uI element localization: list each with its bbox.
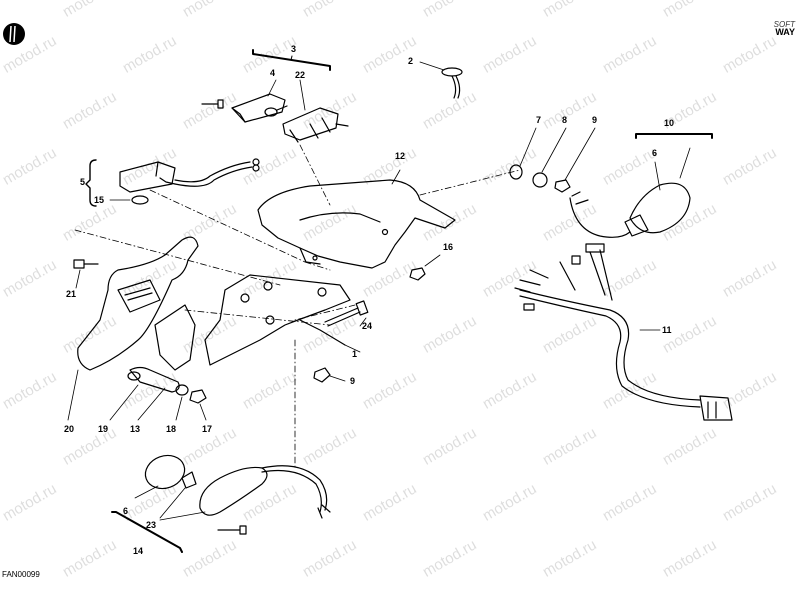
callout-23: 23 <box>146 520 157 530</box>
part-13-holder-bracket <box>109 304 196 421</box>
callout-7: 7 <box>536 115 542 125</box>
callout-6-lower: 6 <box>123 506 129 516</box>
callout-16: 16 <box>443 242 454 252</box>
part-9-nut <box>313 367 331 383</box>
callout-1: 1 <box>352 349 358 359</box>
part-20-reflector-frame <box>67 236 199 421</box>
logo-line-2: WAY <box>775 27 795 37</box>
parts-7-8-9 <box>509 127 596 193</box>
part-24-bolt <box>324 300 369 327</box>
callout-14: 14 <box>133 546 144 556</box>
callout-13: 13 <box>130 424 141 434</box>
callout-9-lower: 9 <box>350 376 356 386</box>
callout-19: 19 <box>98 424 109 434</box>
callout-5: 5 <box>80 177 86 187</box>
part-2-bolt <box>419 61 463 99</box>
bracket-3-tick <box>290 55 293 61</box>
callout-2: 2 <box>408 56 414 66</box>
callout-22: 22 <box>295 70 306 80</box>
bracket-10 <box>635 133 713 139</box>
part-17-nut <box>189 389 207 404</box>
callout-6-upper: 6 <box>652 148 658 158</box>
badge-logo-icon <box>3 23 25 45</box>
part-3-lamp-assembly <box>201 93 349 143</box>
part-12-rear-cover <box>257 169 456 269</box>
callout-15: 15 <box>94 195 105 205</box>
callout-17: 17 <box>202 424 213 434</box>
part-21-screw <box>73 259 99 289</box>
callout-3: 3 <box>291 44 297 54</box>
callout-18: 18 <box>166 424 177 434</box>
callout-24: 24 <box>362 321 373 331</box>
softway-logo: SOFT WAY <box>755 20 795 37</box>
part-18-washer <box>175 384 189 396</box>
callout-11: 11 <box>662 325 672 335</box>
bracket-14 <box>111 511 183 553</box>
bracket-5 <box>85 159 97 207</box>
callout-21: 21 <box>66 289 77 299</box>
callout-12: 12 <box>395 151 406 161</box>
callout-8: 8 <box>562 115 568 125</box>
callout-9-upper: 9 <box>592 115 598 125</box>
part-10-turn-signal <box>569 147 691 238</box>
callout-10: 10 <box>664 118 675 128</box>
part-14-turn-signal <box>134 454 331 535</box>
part-11-wiring-harness <box>514 243 733 421</box>
callout-20: 20 <box>64 424 75 434</box>
callout-4: 4 <box>270 68 276 78</box>
part-5-license-lamp <box>109 158 260 205</box>
part-1-plate-bracket <box>204 274 361 366</box>
drawing-code: FAN00099 <box>2 570 40 579</box>
part-16-nut <box>409 267 426 281</box>
logo-line-1: SOFT <box>773 20 795 29</box>
